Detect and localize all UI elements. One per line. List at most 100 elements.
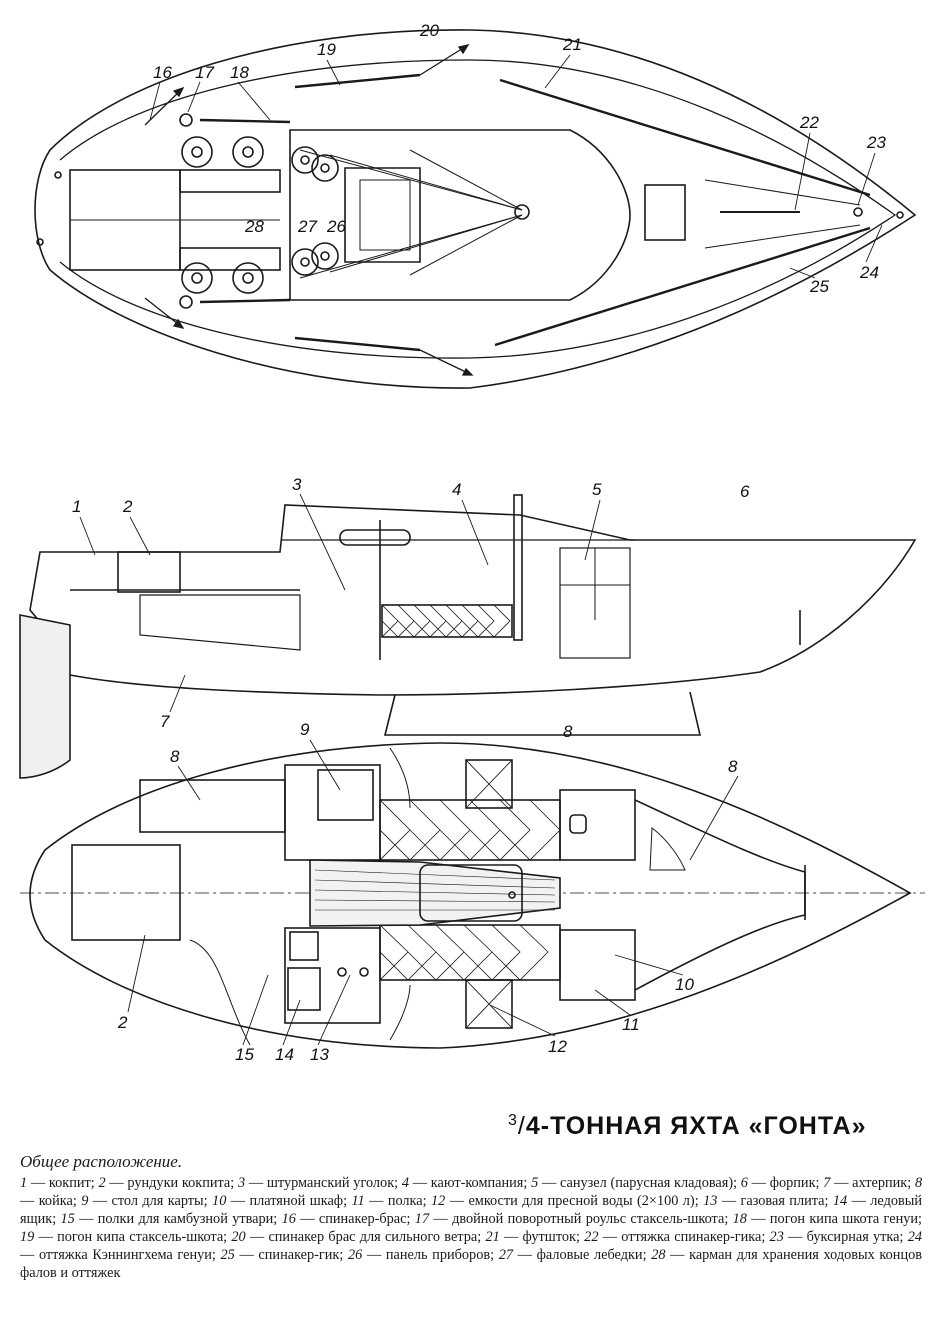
legend-number: 10: [212, 1193, 227, 1209]
hatch-frame: [344, 167, 421, 263]
callout-19: 19: [317, 40, 336, 59]
legend-description: двойной поворотный роульс стаксель-шкота: [452, 1211, 725, 1227]
legend-number: 25: [220, 1247, 235, 1263]
callout-28: 28: [244, 217, 264, 236]
accommodation-plan: [20, 742, 925, 1049]
mast-step-icon: [514, 204, 530, 220]
callout-8-saloon: 8: [563, 722, 573, 741]
legend-entry: 13 — газовая плита;: [703, 1193, 833, 1209]
legend-entry: 2 — рундуки кокпита;: [98, 1175, 238, 1191]
legend-entry: 1 — кокпит;: [20, 1175, 99, 1191]
toilet: [569, 814, 587, 834]
legend-description: рундуки кокпита: [127, 1175, 231, 1191]
callout-numbers: 16 17 18 19 20 21 22 23 24 25 26 27 28 1…: [72, 21, 886, 1064]
legend-description: карман для хранения ходовых концов фалов…: [20, 1247, 922, 1281]
legend-number: 19: [20, 1229, 35, 1245]
legend-entry: 10 — платяной шкаф;: [212, 1193, 352, 1209]
callout-6: 6: [740, 482, 750, 501]
cabin-top: [289, 129, 631, 301]
legend-description: погон кипа шкота генуи: [769, 1211, 919, 1227]
legend-description: емкости для пресной воды (2×100 л): [468, 1193, 695, 1209]
legend-description: буксирная утка: [806, 1229, 900, 1245]
profile-view: [19, 494, 917, 779]
legend-description: оттяжка спинакер-гика: [621, 1229, 762, 1245]
legend-number: 8: [914, 1175, 923, 1191]
sheet-tracks: [199, 73, 871, 352]
legend-number: 11: [351, 1193, 365, 1209]
callout-11: 11: [622, 1015, 640, 1034]
legend-description: стол для карты: [111, 1193, 204, 1209]
legend-number: 4: [401, 1175, 410, 1191]
legend-entry: 27 — фаловые лебедки;: [498, 1247, 652, 1263]
legend-description: койка: [38, 1193, 73, 1209]
legend-entry: 9 — стол для карты;: [81, 1193, 213, 1209]
legend-entry: 20 — спинакер брас для сильного ветра;: [231, 1229, 486, 1245]
legend-description: панель приборов: [385, 1247, 491, 1263]
legend-number: 26: [348, 1247, 363, 1263]
legend-entry: 21 — футшток;: [485, 1229, 585, 1245]
callout-13: 13: [310, 1045, 329, 1064]
water-tank-starboard: [465, 979, 513, 1029]
caption-subtitle: Общее расположение.: [20, 1152, 183, 1171]
legend-number: 27: [498, 1247, 514, 1263]
legend-entry: 18 — погон кипа шкота генуи;: [732, 1211, 923, 1227]
stove-burner-icon: [337, 967, 347, 977]
legend-description: форпик: [769, 1175, 816, 1191]
rudder: [19, 614, 71, 779]
deck-hull-outline: [34, 29, 917, 389]
legend-description: кают-компания: [430, 1175, 524, 1191]
legend-number: 1: [20, 1175, 28, 1191]
legend-description: штурманский уголок: [266, 1175, 395, 1191]
legend-number: 21: [485, 1229, 500, 1245]
brace-arrows: [144, 44, 474, 376]
legend-entry: 7 — ахтерпик;: [823, 1175, 915, 1191]
callout-8-fore: 8: [728, 757, 738, 776]
callout-17: 17: [195, 63, 214, 82]
legend-entry: 17 — двойной поворотный роульс стаксель-…: [414, 1211, 733, 1227]
legend-entry: 19 — погон кипа стаксель-шкота;: [20, 1229, 232, 1245]
callout-2-plan: 2: [117, 1013, 128, 1032]
callout-9: 9: [300, 720, 310, 739]
legend-description: санузел (парусная кладовая): [559, 1175, 734, 1191]
callout-1: 1: [72, 497, 81, 516]
legend-number: 6: [740, 1175, 748, 1191]
callout-7: 7: [160, 712, 170, 731]
legend-entry: 16 — спинакер-брас;: [281, 1211, 415, 1227]
legend-description: спинакер-брас: [318, 1211, 407, 1227]
callout-15: 15: [235, 1045, 254, 1064]
legend-number: 7: [823, 1175, 831, 1191]
callout-27: 27: [297, 217, 317, 236]
deck-coaming-outline: [59, 59, 897, 359]
legend-description: ледовый ящик: [20, 1193, 923, 1227]
legend-description: кокпит: [48, 1175, 91, 1191]
callout-18: 18: [230, 63, 249, 82]
callout-12: 12: [548, 1037, 567, 1056]
legend-entry: 24 — оттяжка Кэннингхема генуи;: [20, 1229, 922, 1263]
legend-number: 23: [769, 1229, 784, 1245]
legend-description: спинакер брас для сильного ветра: [268, 1229, 478, 1245]
legend-number: 20: [231, 1229, 246, 1245]
title-text: -ТОННАЯ ЯХТА «ГОНТА»: [540, 1112, 867, 1140]
water-tank-port: [465, 759, 513, 809]
legend-number: 18: [732, 1211, 747, 1227]
legend-number: 3: [237, 1175, 246, 1191]
legend-number: 28: [651, 1247, 666, 1263]
legend-entry: 15 — полки для камбузной утвари;: [60, 1211, 282, 1227]
ice-box: [287, 967, 321, 1011]
legend-number: 5: [531, 1175, 539, 1191]
callout-10: 10: [675, 975, 694, 994]
winches: [179, 113, 339, 309]
page-title: 3/4-ТОННАЯ ЯХТА «ГОНТА»: [508, 1112, 867, 1141]
legend-description: погон кипа стаксель-шкота: [57, 1229, 224, 1245]
title-fraction-denominator: 4: [525, 1112, 541, 1140]
legend-description: оттяжка Кэннингхема генуи: [38, 1247, 212, 1263]
legend-description: спинакер-гик: [258, 1247, 340, 1263]
deck-plan: [34, 29, 917, 389]
callout-2: 2: [122, 497, 133, 516]
legend-description: полки для камбузной утвари: [97, 1211, 274, 1227]
keel: [383, 691, 702, 736]
callout-8-aft: 8: [170, 747, 180, 766]
galley-counter: [284, 927, 381, 1024]
legend-number: 12: [431, 1193, 446, 1209]
callout-25: 25: [809, 277, 829, 296]
